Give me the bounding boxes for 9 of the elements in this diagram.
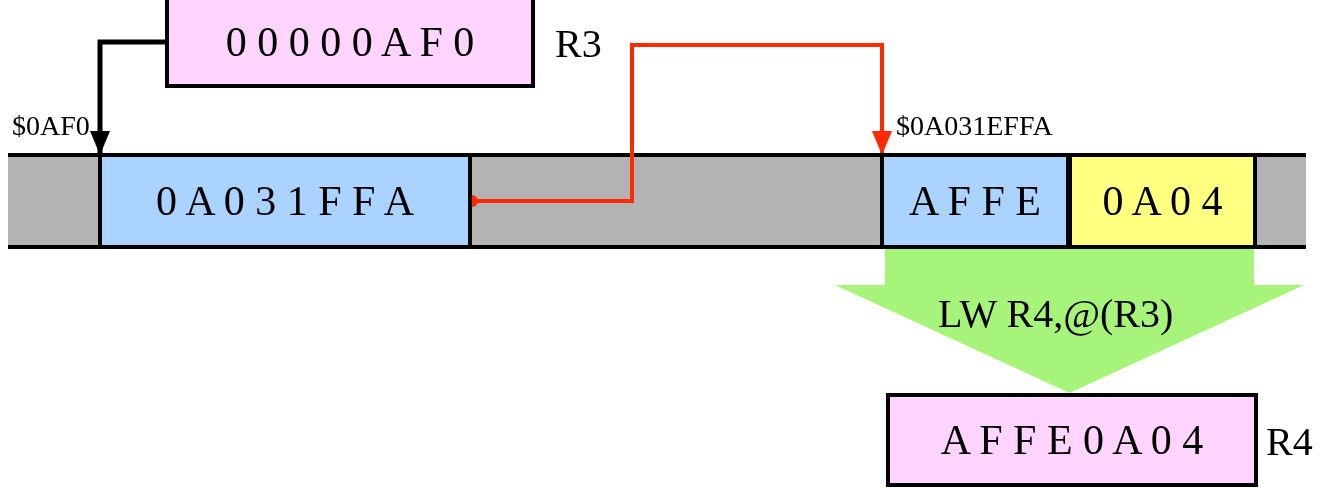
address-label: $0A031EFFA [896, 110, 1053, 142]
arrow [90, 39, 165, 155]
register-name: R4 [1266, 418, 1313, 465]
register-box: 0 0 0 0 0 A F 0 [165, 0, 535, 88]
instruction-label: LW R4,@(R3) [938, 290, 1174, 337]
register-name: R3 [555, 20, 602, 67]
register-box: A F F E 0 A 0 4 [886, 393, 1258, 487]
block-arrow [835, 249, 1304, 393]
address-label: $0AF0 [12, 110, 90, 142]
